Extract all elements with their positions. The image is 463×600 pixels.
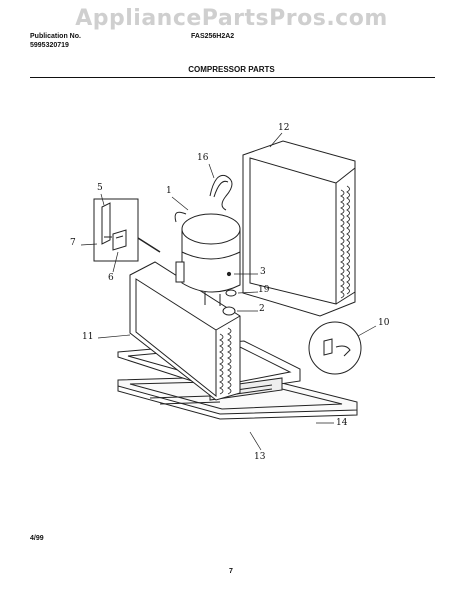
accumulator-detail <box>308 321 362 375</box>
callout-1: 1 <box>166 186 172 196</box>
overload-part <box>225 289 237 297</box>
page-title: COMPRESSOR PARTS <box>188 65 275 74</box>
model-number: FAS256H2A2 <box>191 33 235 40</box>
callout-13: 13 <box>254 452 266 462</box>
callout-6: 6 <box>108 273 114 283</box>
page-number: 7 <box>229 568 233 575</box>
callout-5: 5 <box>97 183 103 193</box>
callout-2: 2 <box>259 304 265 314</box>
tube <box>209 174 233 211</box>
callout-16: 16 <box>197 153 209 163</box>
terminal-point <box>226 271 232 277</box>
callout-7: 7 <box>70 238 76 248</box>
compressor <box>174 211 241 306</box>
footer-date: 4/99 <box>30 535 44 542</box>
callout-11: 11 <box>82 332 94 342</box>
callout-3: 3 <box>260 267 266 277</box>
title-rule <box>30 77 435 78</box>
publication-number: 5995320719 <box>30 42 69 49</box>
evaporator-coil <box>129 261 241 401</box>
callout-10: 10 <box>378 318 390 328</box>
relay-box <box>93 198 161 262</box>
watermark: AppliancePartsPros.com <box>75 6 388 31</box>
condenser-coil <box>242 140 356 317</box>
callout-19: 19 <box>258 285 270 295</box>
publication-label: Publication No. <box>30 33 81 40</box>
callout-14: 14 <box>336 418 348 428</box>
grommet <box>222 306 236 316</box>
callout-12: 12 <box>278 123 290 133</box>
